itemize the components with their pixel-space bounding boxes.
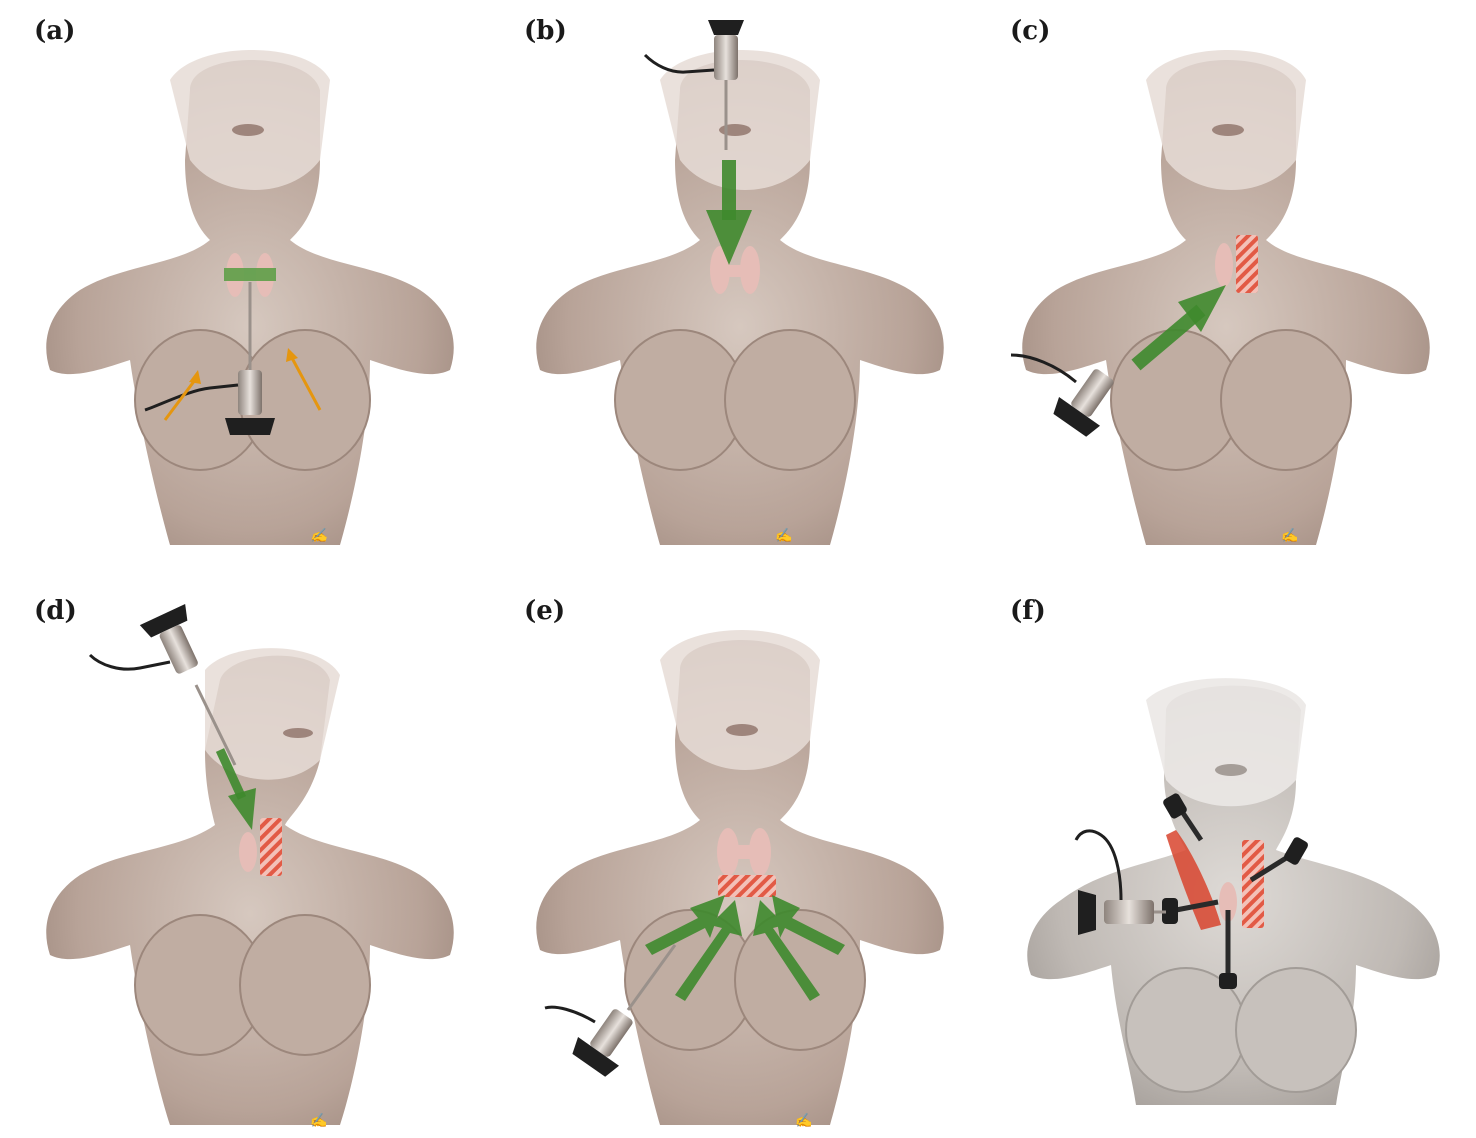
- panel-label-d: (d): [34, 596, 77, 626]
- resection-area: [1236, 235, 1258, 293]
- lips: [283, 728, 313, 738]
- face-fade: [660, 50, 820, 190]
- artist-signature: ✍: [310, 1112, 327, 1129]
- thyroid-gland: [1219, 882, 1237, 922]
- face-fade: [1146, 678, 1306, 807]
- panel-b-illustration: ✍: [536, 20, 944, 545]
- face-fade: [170, 50, 330, 190]
- panel-label-c: (c): [1010, 16, 1051, 46]
- panel-f: (f): [996, 590, 1456, 1130]
- scope-cable: [88, 653, 171, 671]
- artist-signature: ✍: [1281, 527, 1298, 544]
- resection-area: [718, 875, 776, 897]
- thyroid-gland: [239, 832, 257, 872]
- lips: [726, 724, 758, 736]
- lips: [1212, 124, 1244, 136]
- lips: [232, 124, 264, 136]
- trocar-icon: [1249, 837, 1308, 883]
- transoral-access-arrow: [706, 160, 752, 265]
- access-arrow-breast-right: [753, 900, 820, 1001]
- access-arrow-breast-left: [675, 900, 742, 1001]
- endoscope-icon: [1053, 369, 1114, 437]
- retroauricular-access-arrow: [215, 748, 256, 830]
- panel-d-illustration: ✍: [46, 603, 454, 1129]
- right-breast: [1235, 967, 1357, 1093]
- artist-signature: ✍: [310, 527, 330, 544]
- scope-cable: [544, 1005, 596, 1024]
- transaxillary-access-arrow: [1131, 285, 1226, 371]
- panel-e: ✍ (e): [510, 590, 970, 1130]
- access-arrows: [645, 895, 845, 1001]
- thyroid-gland: [710, 246, 760, 294]
- panel-c: ✍ (c): [996, 10, 1456, 550]
- trocar-icon: [1219, 910, 1237, 989]
- face-fade: [205, 648, 340, 780]
- panel-d: ✍ (d): [20, 590, 480, 1130]
- trocar-icon: [1162, 898, 1219, 924]
- artist-signature: ✍: [795, 1112, 812, 1129]
- panel-c-illustration: ✍: [1010, 50, 1430, 545]
- isthmus-highlight: [224, 268, 276, 281]
- panel-label-f: (f): [1010, 596, 1046, 626]
- panel-a: ✍ (a): [20, 10, 480, 550]
- panel-f-illustration: [1027, 678, 1440, 1105]
- panel-label-b: (b): [524, 16, 567, 46]
- endoscope-icon: [643, 20, 744, 150]
- panel-e-illustration: ✍: [536, 630, 944, 1129]
- endoscope-icon: [139, 603, 198, 674]
- panel-label-a: (a): [34, 16, 76, 46]
- thyroid-gland: [717, 828, 771, 876]
- artist-signature: ✍: [775, 527, 792, 544]
- resection-area: [260, 818, 282, 876]
- right-breast: [1220, 329, 1352, 471]
- scope-cable: [1010, 353, 1077, 384]
- scope-shaft: [194, 684, 237, 766]
- panel-a-illustration: ✍: [46, 50, 454, 545]
- endoscope-icon: [572, 1009, 633, 1077]
- face-fade: [1146, 50, 1306, 190]
- right-breast: [239, 914, 371, 1056]
- incision-arrow-left: [163, 370, 201, 421]
- lips: [719, 124, 751, 136]
- lips: [1215, 764, 1247, 776]
- panel-label-e: (e): [524, 596, 566, 626]
- trocar-icon: [1163, 793, 1204, 842]
- resection-area: [1242, 840, 1264, 928]
- incision-arrow-right: [286, 348, 322, 411]
- thyroid-gland: [224, 253, 276, 297]
- endoscope-icon: [1074, 829, 1166, 935]
- right-breast: [724, 329, 856, 471]
- endoscope-icon: [144, 370, 275, 435]
- access-arrow-axillary-right: [772, 895, 845, 955]
- access-arrow-axillary-left: [645, 895, 725, 955]
- panel-b: ✍ (b): [510, 10, 970, 550]
- face-fade: [660, 630, 820, 770]
- scope-shaft: [626, 944, 677, 1011]
- thyroid-gland: [1215, 243, 1233, 287]
